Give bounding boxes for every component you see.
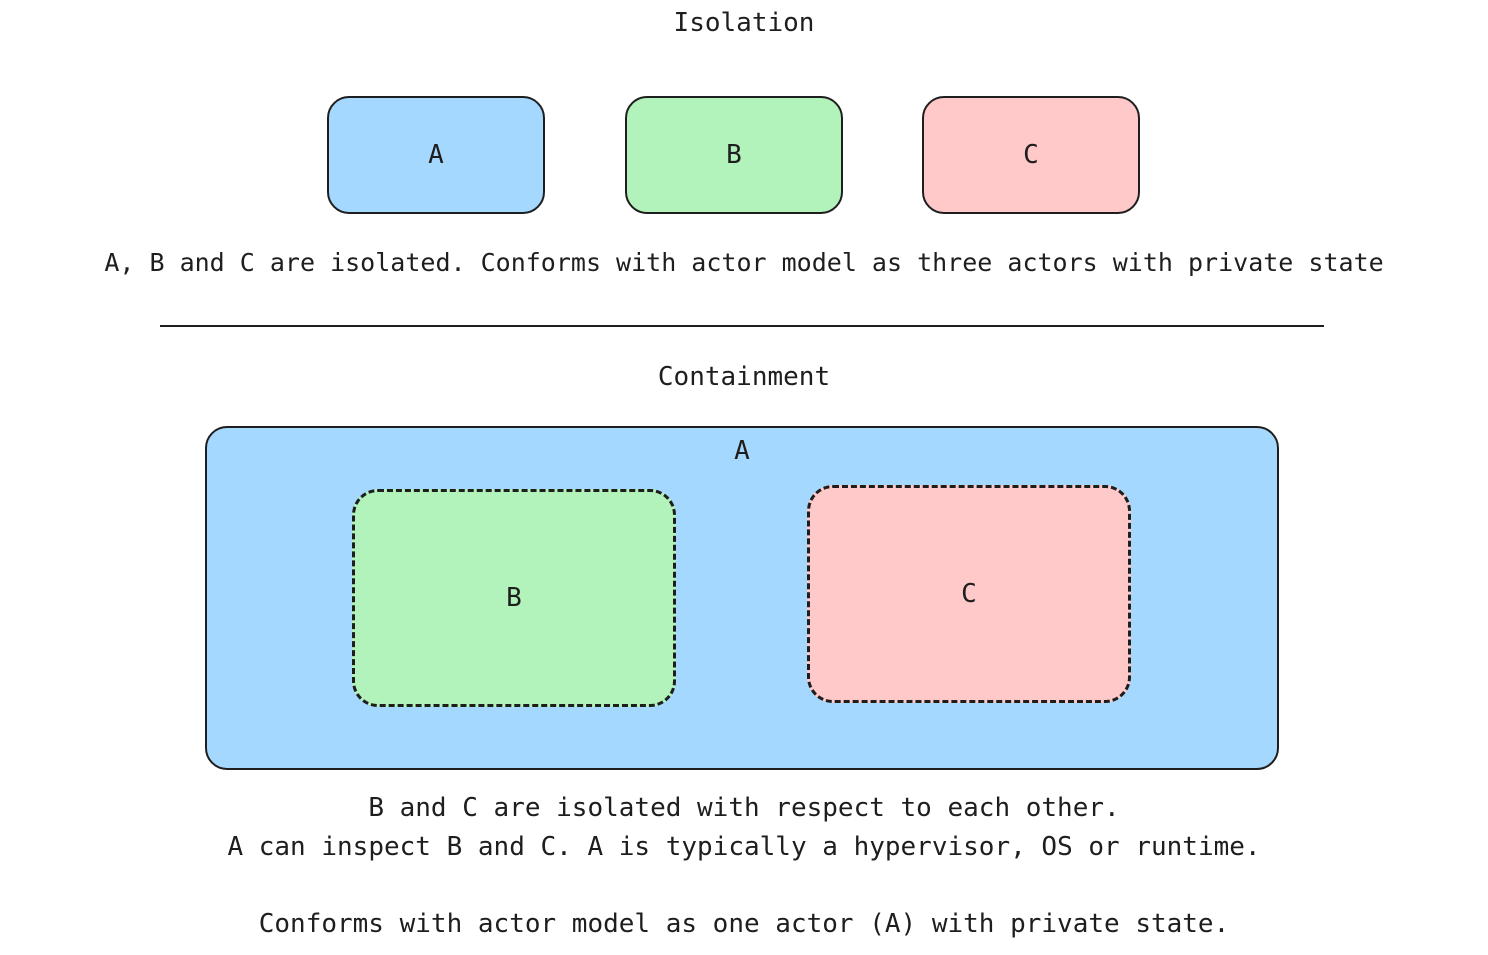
isolation-box-b-label: B — [726, 140, 742, 170]
containment-inner-box-c-label: C — [961, 579, 977, 609]
containment-caption-line-3: Conforms with actor model as one actor (… — [258, 909, 1230, 939]
containment-inner-box-b: B — [352, 489, 676, 707]
containment-inner-box-b-label: B — [506, 583, 522, 613]
containment-caption-line-1: B and C are isolated with respect to eac… — [368, 793, 1120, 823]
containment-title: Containment — [657, 362, 831, 392]
containment-inner-box-c: C — [807, 485, 1131, 703]
containment-caption-line-2: A can inspect B and C. A is typically a … — [227, 832, 1261, 862]
isolation-box-c: C — [922, 96, 1140, 214]
isolation-caption: A, B and C are isolated. Conforms with a… — [104, 248, 1384, 277]
isolation-box-b: B — [625, 96, 843, 214]
isolation-title: Isolation — [673, 8, 815, 38]
isolation-box-c-label: C — [1023, 140, 1039, 170]
isolation-box-a-label: A — [428, 140, 444, 170]
isolation-box-a: A — [327, 96, 545, 214]
containment-outer-label: A — [734, 436, 750, 466]
section-divider — [160, 325, 1324, 327]
